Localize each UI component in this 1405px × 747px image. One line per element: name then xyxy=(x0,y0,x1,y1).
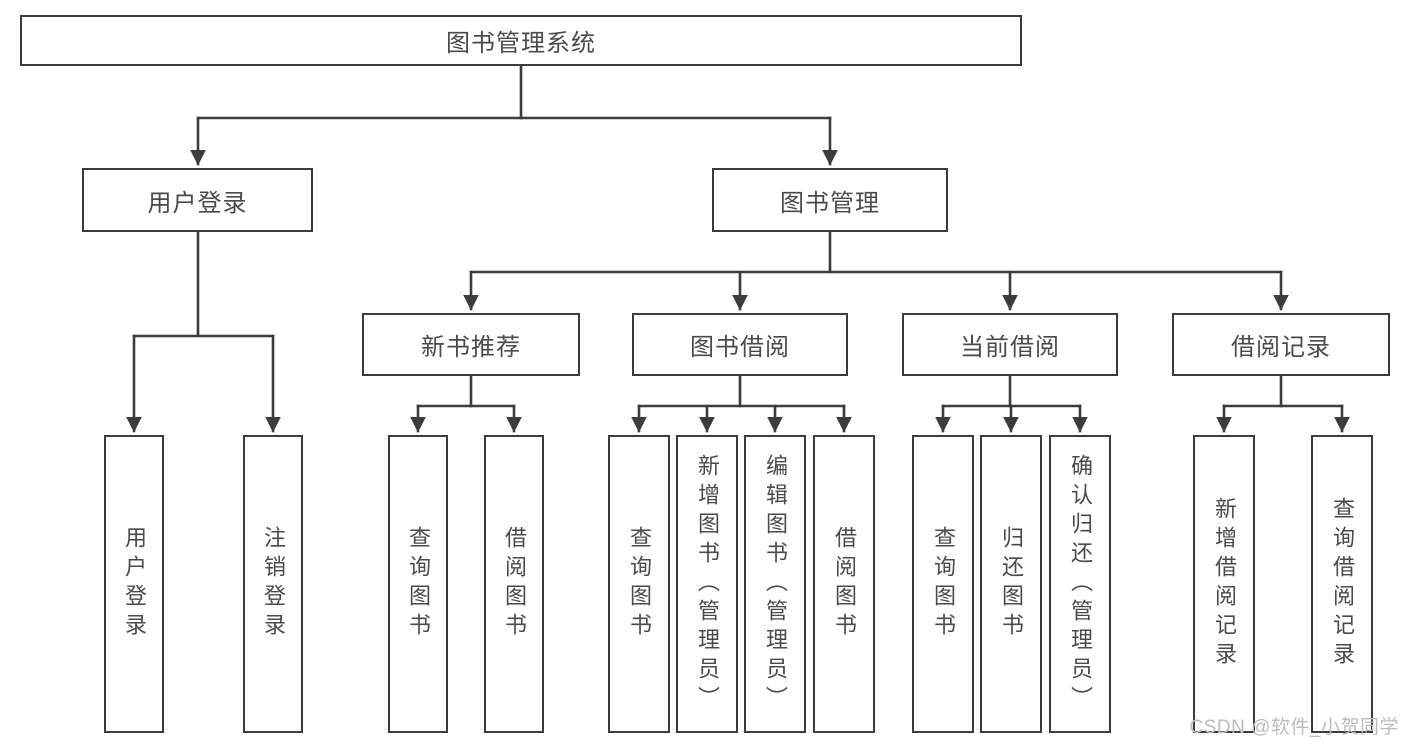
leaf-search-books-current-label: 查询图书 xyxy=(931,526,956,642)
leaf-add-borrow-record: 新增借阅记录 xyxy=(1193,435,1255,733)
leaf-edit-books-admin: 编辑图书（管理员） xyxy=(744,435,806,733)
leaf-edit-books-admin-label: 编辑图书（管理员） xyxy=(763,453,788,715)
leaf-logout-label: 注销登录 xyxy=(261,526,286,642)
leaf-return-books: 归还图书 xyxy=(980,435,1042,733)
leaf-search-books-recommend: 查询图书 xyxy=(388,435,448,733)
leaf-confirm-return-admin: 确认归还（管理员） xyxy=(1049,435,1111,733)
leaf-search-books-recommend-label: 查询图书 xyxy=(406,526,431,642)
node-new-book-recommend: 新书推荐 xyxy=(362,313,580,376)
leaf-search-books-current: 查询图书 xyxy=(912,435,974,733)
csdn-watermark: CSDN @软件_小贺同学 xyxy=(1189,717,1399,738)
node-book-management-label: 图书管理 xyxy=(780,189,880,217)
leaf-search-books-borrow: 查询图书 xyxy=(608,435,670,733)
leaf-add-books-admin-label: 新增图书（管理员） xyxy=(695,453,720,715)
node-borrow-records: 借阅记录 xyxy=(1172,313,1390,376)
node-library-management-system-label: 图书管理系统 xyxy=(446,30,596,57)
leaf-confirm-return-admin-label: 确认归还（管理员） xyxy=(1068,453,1093,715)
leaf-search-borrow-record: 查询借阅记录 xyxy=(1311,435,1373,733)
node-library-management-system: 图书管理系统 xyxy=(20,15,1022,66)
leaf-search-borrow-record-label: 查询借阅记录 xyxy=(1330,497,1355,671)
node-user-login: 用户登录 xyxy=(82,168,313,232)
leaf-borrow-books-recommend: 借阅图书 xyxy=(484,435,544,733)
node-current-borrow: 当前借阅 xyxy=(902,313,1118,376)
leaf-user-login-label: 用户登录 xyxy=(122,526,147,642)
node-new-book-recommend-label: 新书推荐 xyxy=(421,334,521,361)
leaf-return-books-label: 归还图书 xyxy=(999,526,1024,642)
leaf-add-books-admin: 新增图书（管理员） xyxy=(676,435,738,733)
leaf-search-books-borrow-label: 查询图书 xyxy=(627,526,652,642)
node-current-borrow-label: 当前借阅 xyxy=(960,334,1060,361)
node-book-borrow: 图书借阅 xyxy=(632,313,848,376)
leaf-borrow-books-label: 借阅图书 xyxy=(832,526,857,642)
leaf-borrow-books: 借阅图书 xyxy=(813,435,875,733)
node-user-login-label: 用户登录 xyxy=(147,189,248,217)
leaf-borrow-books-recommend-label: 借阅图书 xyxy=(502,526,527,642)
node-borrow-records-label: 借阅记录 xyxy=(1231,334,1331,361)
leaf-logout: 注销登录 xyxy=(243,435,303,733)
node-book-management: 图书管理 xyxy=(712,168,948,232)
leaf-add-borrow-record-label: 新增借阅记录 xyxy=(1212,497,1237,671)
node-book-borrow-label: 图书借阅 xyxy=(690,334,790,361)
leaf-user-login: 用户登录 xyxy=(104,435,164,733)
